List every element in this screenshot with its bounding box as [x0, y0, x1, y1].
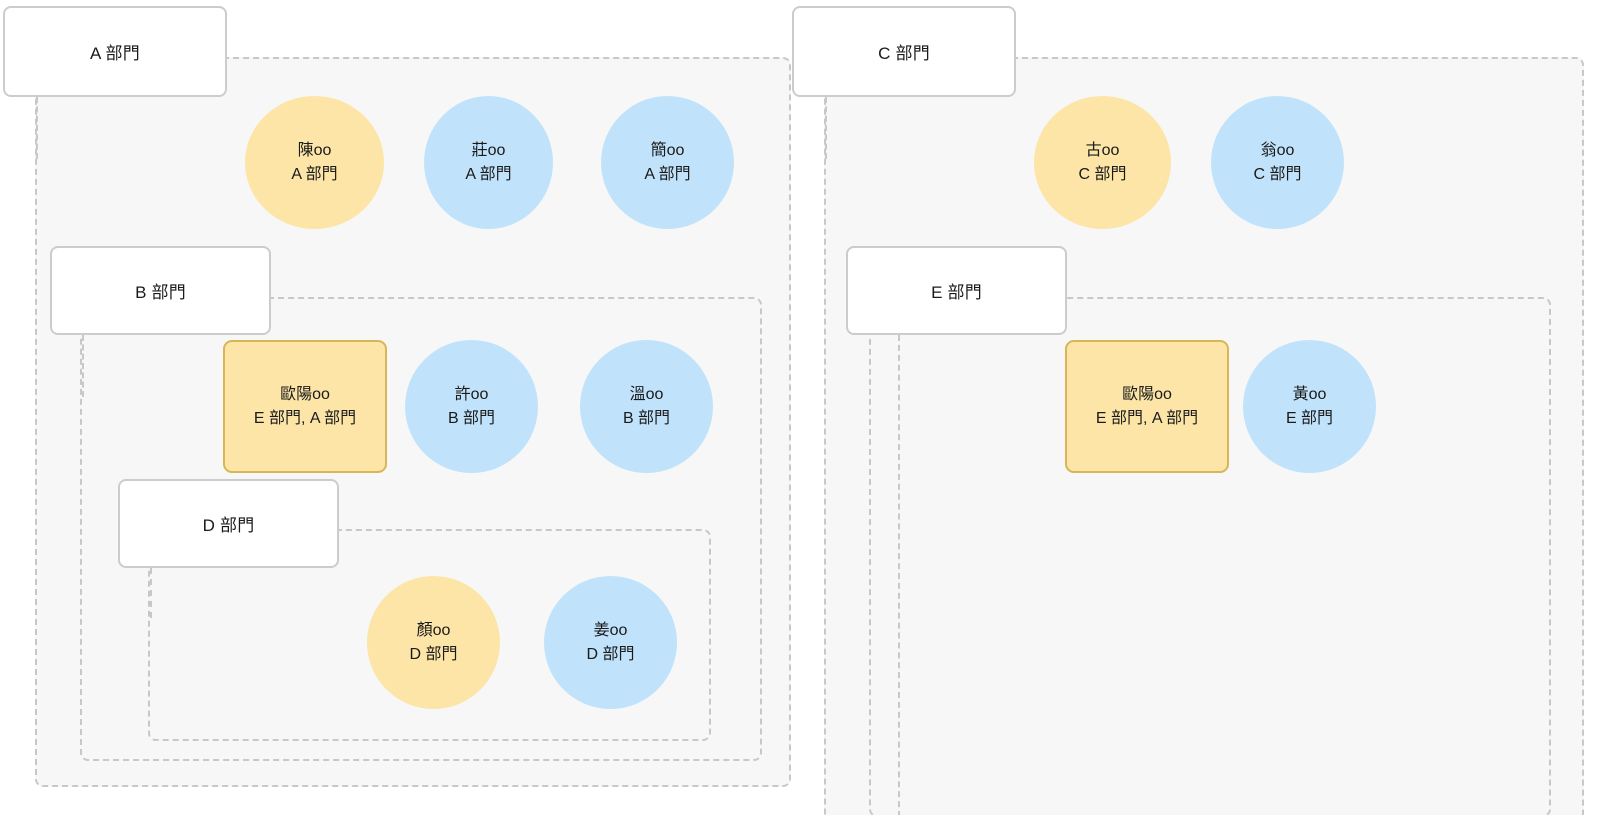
group-title-c[interactable]: C 部門: [792, 6, 1016, 97]
node-a1-name: 陳oo: [297, 142, 332, 160]
node-c1-name: 古oo: [1085, 142, 1120, 160]
node-c1[interactable]: 古oo C 部門: [1034, 96, 1171, 229]
node-b3[interactable]: 溫oo B 部門: [580, 340, 713, 473]
node-b2-sub: B 部門: [447, 409, 496, 427]
node-e2[interactable]: 黃oo E 部門: [1243, 340, 1376, 473]
group-c-stem: [825, 97, 827, 159]
node-a2-name: 莊oo: [471, 142, 506, 160]
node-a1-sub: A 部門: [291, 165, 338, 183]
node-e1[interactable]: 歐陽oo E 部門, A 部門: [1065, 340, 1229, 473]
node-d2-sub: D 部門: [586, 645, 635, 663]
node-a3[interactable]: 簡oo A 部門: [601, 96, 734, 229]
node-e2-name: 黃oo: [1292, 386, 1327, 404]
node-e2-sub: E 部門: [1285, 409, 1334, 427]
group-title-d-label: D 部門: [202, 516, 255, 535]
node-c1-sub: C 部門: [1078, 165, 1127, 183]
group-a-stem: [36, 97, 38, 159]
node-c2[interactable]: 翁oo C 部門: [1211, 96, 1344, 229]
node-b3-name: 溫oo: [629, 386, 664, 404]
node-c2-sub: C 部門: [1253, 165, 1302, 183]
group-title-e[interactable]: E 部門: [846, 246, 1067, 335]
node-a1[interactable]: 陳oo A 部門: [245, 96, 384, 229]
node-b3-sub: B 部門: [622, 409, 671, 427]
node-d1-name: 顏oo: [416, 622, 451, 640]
node-d2-name: 姜oo: [593, 622, 628, 640]
group-title-a-label: A 部門: [90, 44, 140, 63]
node-a2-sub: A 部門: [465, 165, 512, 183]
node-b2-name: 許oo: [454, 386, 489, 404]
node-b1[interactable]: 歐陽oo E 部門, A 部門: [223, 340, 387, 473]
node-c2-name: 翁oo: [1260, 142, 1295, 160]
node-a3-sub: A 部門: [644, 165, 691, 183]
group-title-b[interactable]: B 部門: [50, 246, 271, 335]
group-title-a[interactable]: A 部門: [3, 6, 227, 97]
node-b1-name: 歐陽oo: [280, 386, 330, 404]
group-e-stem: [898, 335, 900, 815]
node-a2[interactable]: 莊oo A 部門: [424, 96, 553, 229]
group-title-b-label: B 部門: [135, 283, 186, 302]
node-d1-sub: D 部門: [409, 645, 458, 663]
node-e1-sub: E 部門, A 部門: [1095, 409, 1199, 427]
node-d1[interactable]: 顏oo D 部門: [367, 576, 500, 709]
group-title-e-label: E 部門: [931, 283, 982, 302]
group-title-d[interactable]: D 部門: [118, 479, 339, 568]
node-d2[interactable]: 姜oo D 部門: [544, 576, 677, 709]
node-b1-sub: E 部門, A 部門: [253, 409, 357, 427]
node-a3-name: 簡oo: [650, 142, 685, 160]
group-d-stem: [150, 568, 152, 618]
node-e1-name: 歐陽oo: [1122, 386, 1172, 404]
group-b-stem: [82, 335, 84, 397]
node-b2[interactable]: 許oo B 部門: [405, 340, 538, 473]
group-title-c-label: C 部門: [878, 44, 930, 63]
